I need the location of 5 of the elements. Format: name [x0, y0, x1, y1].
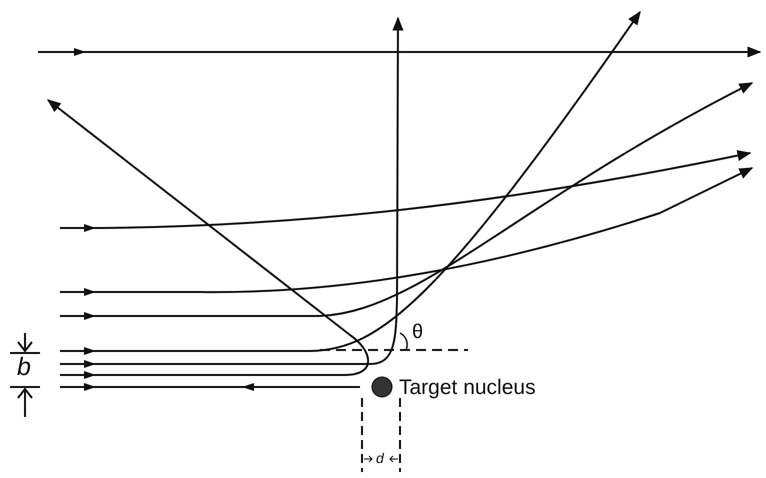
nucleus-label: Target nucleus — [399, 377, 536, 398]
angle-label: θ — [412, 322, 424, 342]
dimension-label: d — [376, 451, 384, 465]
dimension-label: b — [17, 355, 31, 380]
nucleus-circle — [371, 376, 393, 398]
